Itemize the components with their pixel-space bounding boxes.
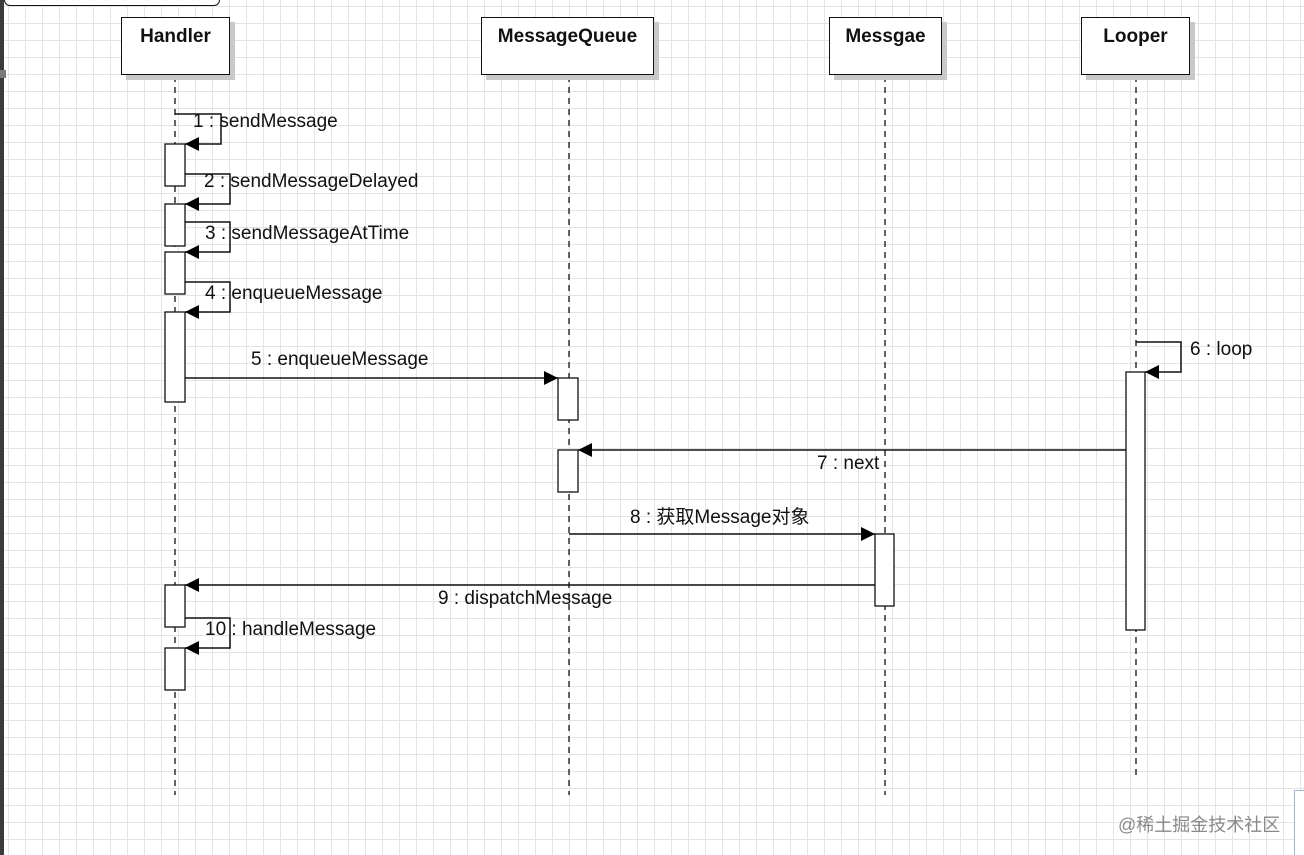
- message-5-label: 5 : enqueueMessage: [251, 349, 429, 370]
- looper-lifeline-header[interactable]: Looper: [1081, 17, 1190, 75]
- handler-activation-2: [164, 203, 186, 247]
- message-4-label: 4 : enqueueMessage: [205, 283, 383, 304]
- handler-activation-1: [164, 143, 186, 187]
- left-edge-notch: [0, 70, 6, 78]
- looper-activation: [1125, 371, 1146, 631]
- handler-lifeline-header[interactable]: Handler: [121, 17, 230, 75]
- handler-activation-6: [164, 647, 186, 691]
- messagequeue-activation-1: [557, 377, 579, 421]
- message-6-label: 6 : loop: [1190, 339, 1253, 360]
- messgae-activation: [874, 533, 895, 607]
- message-8-label: 8 : 获取Message对象: [630, 507, 810, 528]
- corner-panel: [1294, 790, 1304, 855]
- messagequeue-lifeline-header[interactable]: MessageQueue: [481, 17, 654, 75]
- handler-activation-3: [164, 251, 186, 295]
- message-4-arrow: [185, 281, 231, 319]
- handler-activation-5: [164, 584, 186, 628]
- message-10-label: 10 : handleMessage: [205, 619, 377, 640]
- message-10-arrow: [185, 617, 231, 655]
- message-1-label: 1 : sendMessage: [193, 111, 338, 132]
- left-edge-rule: [0, 0, 4, 855]
- watermark-text: @稀土掘金技术社区: [1118, 815, 1281, 835]
- handler-activation-4: [164, 311, 186, 403]
- message-1-arrow: [175, 113, 222, 151]
- message-6-arrow: [1136, 341, 1182, 379]
- message-3-arrow: [185, 221, 231, 259]
- messgae-lifeline-header[interactable]: Messgae: [829, 17, 942, 75]
- message-2-arrow: [185, 173, 231, 211]
- message-2-label: 2 : sendMessageDelayed: [204, 171, 419, 192]
- message-7-label: 7 : next: [817, 453, 880, 474]
- message-9-label: 9 : dispatchMessage: [438, 588, 613, 609]
- messagequeue-activation-2: [557, 449, 579, 493]
- message-3-label: 3 : sendMessageAtTime: [205, 223, 410, 244]
